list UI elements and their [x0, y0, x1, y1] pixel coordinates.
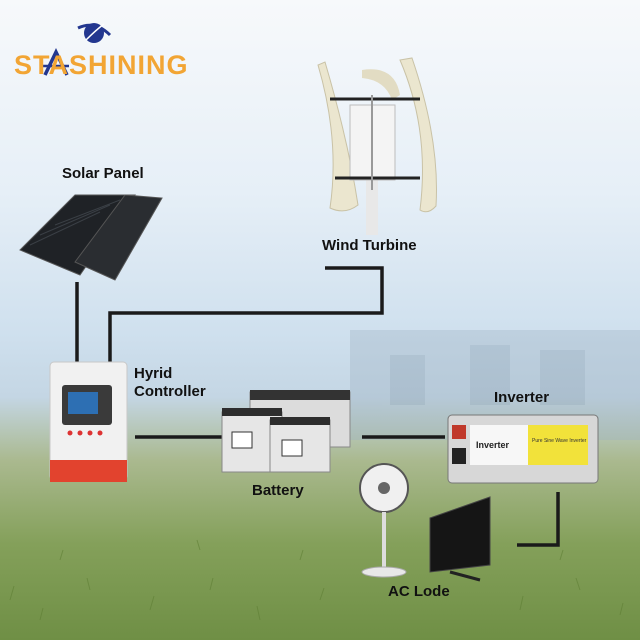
- globe-swoosh-icon: [77, 23, 112, 43]
- wire-inverter-to-load: [517, 492, 560, 547]
- controller-label-line2: Controller: [134, 383, 206, 400]
- tv-image: [429, 496, 491, 582]
- logo-star-icon: [43, 47, 69, 76]
- inverter-brand-text: Inverter: [476, 440, 510, 450]
- grass-texture: [9, 539, 624, 621]
- wire-turbine-to-controller: [108, 266, 384, 362]
- solar-panel-image: [19, 194, 163, 281]
- ac-load-label: AC Lode: [388, 583, 450, 600]
- wind-turbine-label: Wind Turbine: [322, 237, 417, 254]
- wiring: [75, 266, 560, 547]
- inverter-label: Inverter: [494, 389, 550, 406]
- battery-label: Battery: [252, 482, 304, 499]
- inverter-desc-text: Pure Sine Wave Inverter: [532, 438, 587, 444]
- wind-turbine-image: [317, 57, 437, 235]
- fan-image: [359, 463, 409, 578]
- battery-image: [221, 390, 351, 473]
- controller-label-line1: Hyrid: [134, 365, 173, 382]
- brand-logo: STASHINING: [14, 50, 189, 80]
- solar-panel-label: Solar Panel: [62, 165, 144, 182]
- controller-image: [49, 361, 128, 482]
- inverter-image: Inverter Pure Sine Wave Inverter: [447, 414, 599, 484]
